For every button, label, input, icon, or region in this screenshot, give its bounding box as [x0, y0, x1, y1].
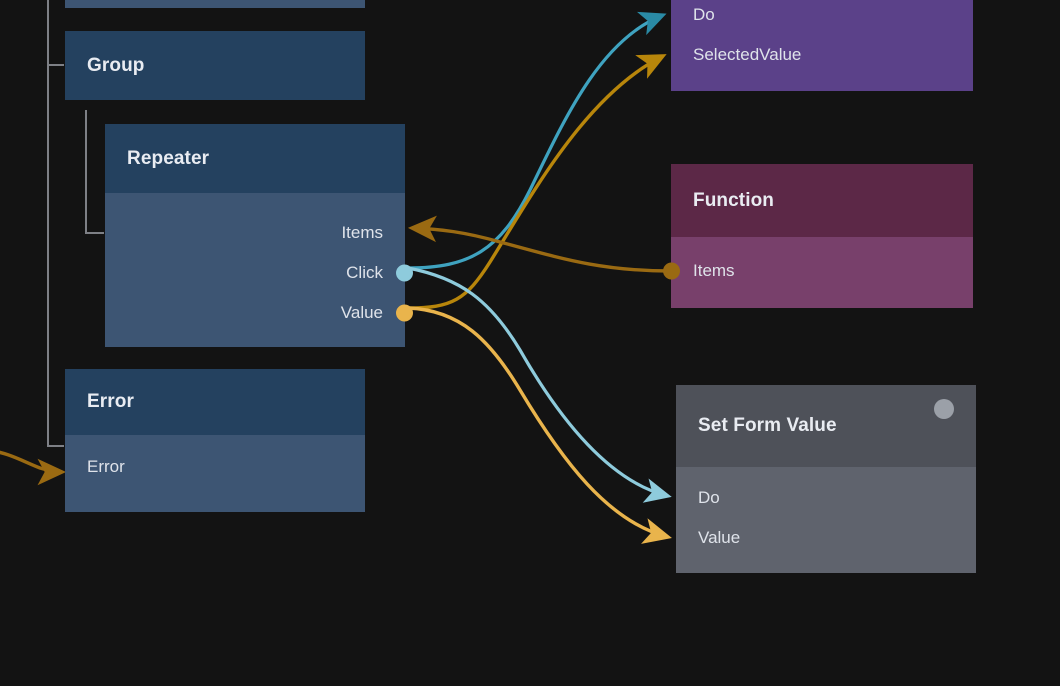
- node-function[interactable]: Function Items: [663, 164, 973, 308]
- edge-click-to-dropdown-do[interactable]: [407, 11, 667, 270]
- node-repeater[interactable]: Repeater Items Click Value: [105, 124, 413, 347]
- node-header[interactable]: Repeater: [105, 124, 405, 193]
- status-indicator-dot[interactable]: [934, 399, 954, 419]
- node-body: Items: [663, 237, 973, 308]
- node-title: Error: [87, 391, 134, 412]
- port-label: Click: [346, 263, 383, 282]
- port-label: Value: [698, 528, 741, 547]
- port-label: SelectedValue: [693, 45, 802, 64]
- node-header[interactable]: Function: [671, 164, 973, 237]
- port-label: Error: [87, 457, 125, 476]
- node-header[interactable]: Error: [65, 369, 365, 435]
- port-error-in[interactable]: Error: [87, 456, 125, 478]
- node-dropdown-purple[interactable]: Do SelectedValue: [671, 0, 973, 91]
- port-label: Items: [341, 223, 383, 242]
- node-group[interactable]: Group: [65, 31, 365, 100]
- node-body: Error: [65, 435, 365, 512]
- edge-offscreen-to-error[interactable]: [0, 450, 67, 486]
- node-title: Repeater: [127, 147, 210, 169]
- port-click-out[interactable]: Click: [346, 262, 413, 284]
- node-body: Do Value: [676, 467, 976, 573]
- port-label: Do: [698, 488, 720, 507]
- node-title: Set Form Value: [698, 415, 837, 436]
- edge-value-to-dropdown-selectedvalue[interactable]: [407, 54, 667, 310]
- node-error[interactable]: Error Error: [65, 369, 365, 512]
- node-header[interactable]: Set Form Value: [676, 385, 976, 467]
- edge-value-to-setform-value[interactable]: [407, 306, 672, 544]
- node-title: Function: [693, 189, 775, 211]
- port-label: Do: [693, 5, 715, 24]
- port-dot-click[interactable]: [396, 264, 413, 282]
- port-value-in[interactable]: Value: [698, 527, 740, 549]
- node-partial-top[interactable]: [65, 0, 365, 8]
- node-title: Group: [87, 54, 145, 76]
- port-dot-value[interactable]: [396, 304, 413, 322]
- port-items-in[interactable]: Items: [663, 260, 735, 282]
- node-header[interactable]: Group: [65, 31, 365, 100]
- port-label: Value: [340, 303, 383, 322]
- port-value-out[interactable]: Value: [340, 302, 413, 324]
- port-do-in[interactable]: Do: [693, 4, 715, 26]
- node-body: [65, 0, 365, 8]
- port-do-in[interactable]: Do: [698, 487, 720, 509]
- port-items-out[interactable]: Items: [341, 222, 383, 244]
- port-label: Items: [693, 261, 735, 280]
- port-selectedvalue-in[interactable]: SelectedValue: [693, 44, 801, 66]
- edge-click-to-setform-do[interactable]: [407, 266, 672, 503]
- edge-function-items-to-repeater-items[interactable]: [407, 215, 672, 273]
- node-set-form-value[interactable]: Set Form Value Do Value: [676, 385, 976, 573]
- node-body: Items Click Value: [105, 193, 413, 347]
- node-body: Do SelectedValue: [671, 0, 973, 91]
- port-dot-items[interactable]: [663, 262, 680, 280]
